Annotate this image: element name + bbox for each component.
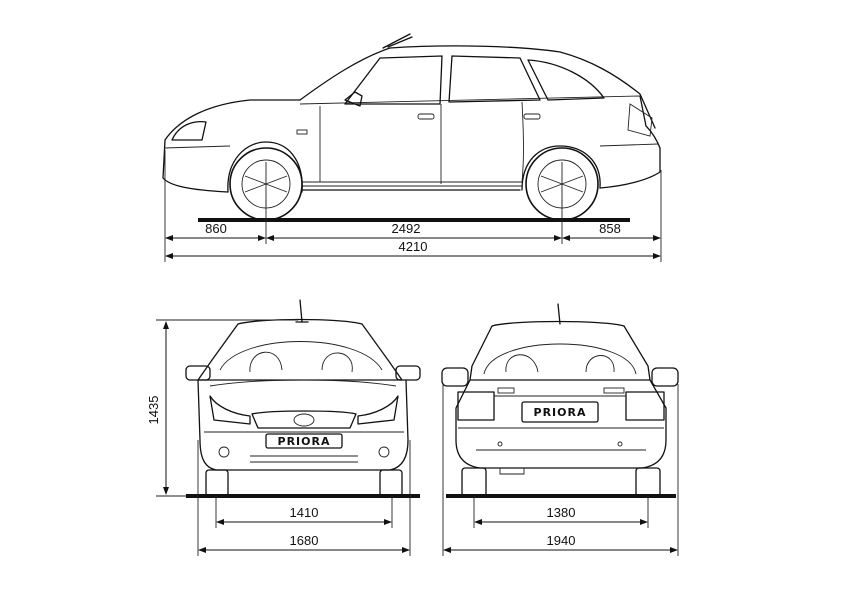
- side-view: 860 2492 858 4210: [162, 33, 662, 262]
- rear-plate-text: PRIORA: [534, 406, 587, 419]
- rear-overhang-label: 858: [599, 221, 621, 236]
- overall-length-label: 4210: [399, 239, 428, 254]
- front-plate: [265, 433, 343, 449]
- rear-plate: [521, 401, 599, 423]
- rear-track-label: 1380: [547, 505, 576, 520]
- front-track-label: 1410: [290, 505, 319, 520]
- height-label: 1435: [146, 396, 161, 425]
- overall-width-label: 1940: [547, 533, 576, 548]
- wheelbase-label: 2492: [392, 221, 421, 236]
- front-width-label: 1680: [290, 533, 319, 548]
- front-plate-text: PRIORA: [278, 435, 331, 448]
- front-overhang-label: 860: [205, 221, 227, 236]
- front-view: PRIORA 1435 1410 1680: [146, 299, 421, 556]
- rear-view: PRIORA 1380 1940: [441, 303, 679, 556]
